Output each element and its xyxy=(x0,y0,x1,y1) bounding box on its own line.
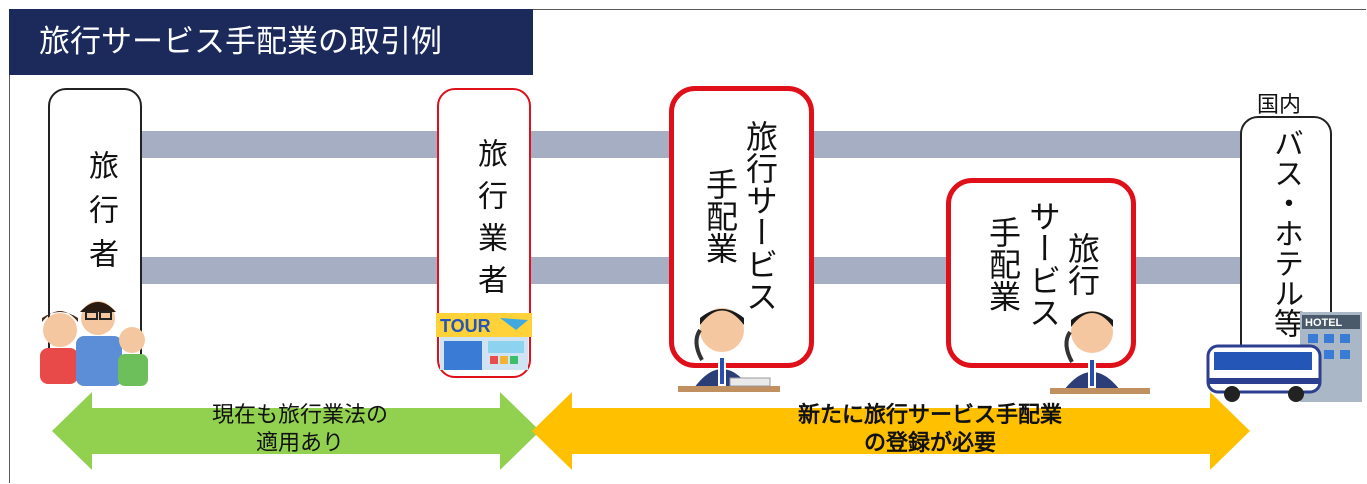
hotel-sign-text: HOTEL xyxy=(1305,317,1343,329)
arranger2-label-col2: サービス xyxy=(1024,200,1062,328)
travel-shop-illustration: TOUR xyxy=(436,313,532,370)
yellow-arrow-line2: の登録が必要 xyxy=(863,431,996,456)
green-arrow-line1: 現在も旅行業法の xyxy=(211,403,388,428)
diagram-title: 旅行サービス手配業の取引例 xyxy=(9,9,533,75)
yellow-arrow-caption: 新たに旅行サービス手配業 の登録が必要 xyxy=(730,402,1130,458)
yellow-arrow-line1: 新たに旅行サービス手配業 xyxy=(797,403,1062,428)
arranger2-box xyxy=(946,178,1136,368)
green-arrow-line2: 適用あり xyxy=(255,431,344,456)
arranger2-label-col3: 手配業 xyxy=(984,216,1022,312)
hotel-illustration: HOTEL xyxy=(1300,312,1362,402)
arranger1-label-col1: 旅行サービス xyxy=(741,120,779,312)
operator1-illustration xyxy=(678,308,780,392)
traveler-family-illustration xyxy=(40,301,148,386)
green-arrow-shape xyxy=(52,392,540,470)
green-arrow-caption: 現在も旅行業法の 適用あり xyxy=(140,402,460,458)
yellow-arrow-shape xyxy=(532,392,1250,470)
bus-illustration xyxy=(1206,344,1322,402)
travel-agency-label: 旅行業者 xyxy=(472,138,507,306)
domestic-label: 国内 xyxy=(1257,93,1302,118)
traveler-label: 旅行者 xyxy=(83,150,118,282)
tour-sign-text: TOUR xyxy=(440,316,491,336)
arranger2-label-col1: 旅行 xyxy=(1063,232,1101,296)
diagram-frame xyxy=(9,9,1366,483)
supplier-label: バス・ホテル等 xyxy=(1268,128,1303,338)
operator2-illustration xyxy=(1050,311,1150,394)
arranger1-label-col2: 手配業 xyxy=(701,168,739,264)
